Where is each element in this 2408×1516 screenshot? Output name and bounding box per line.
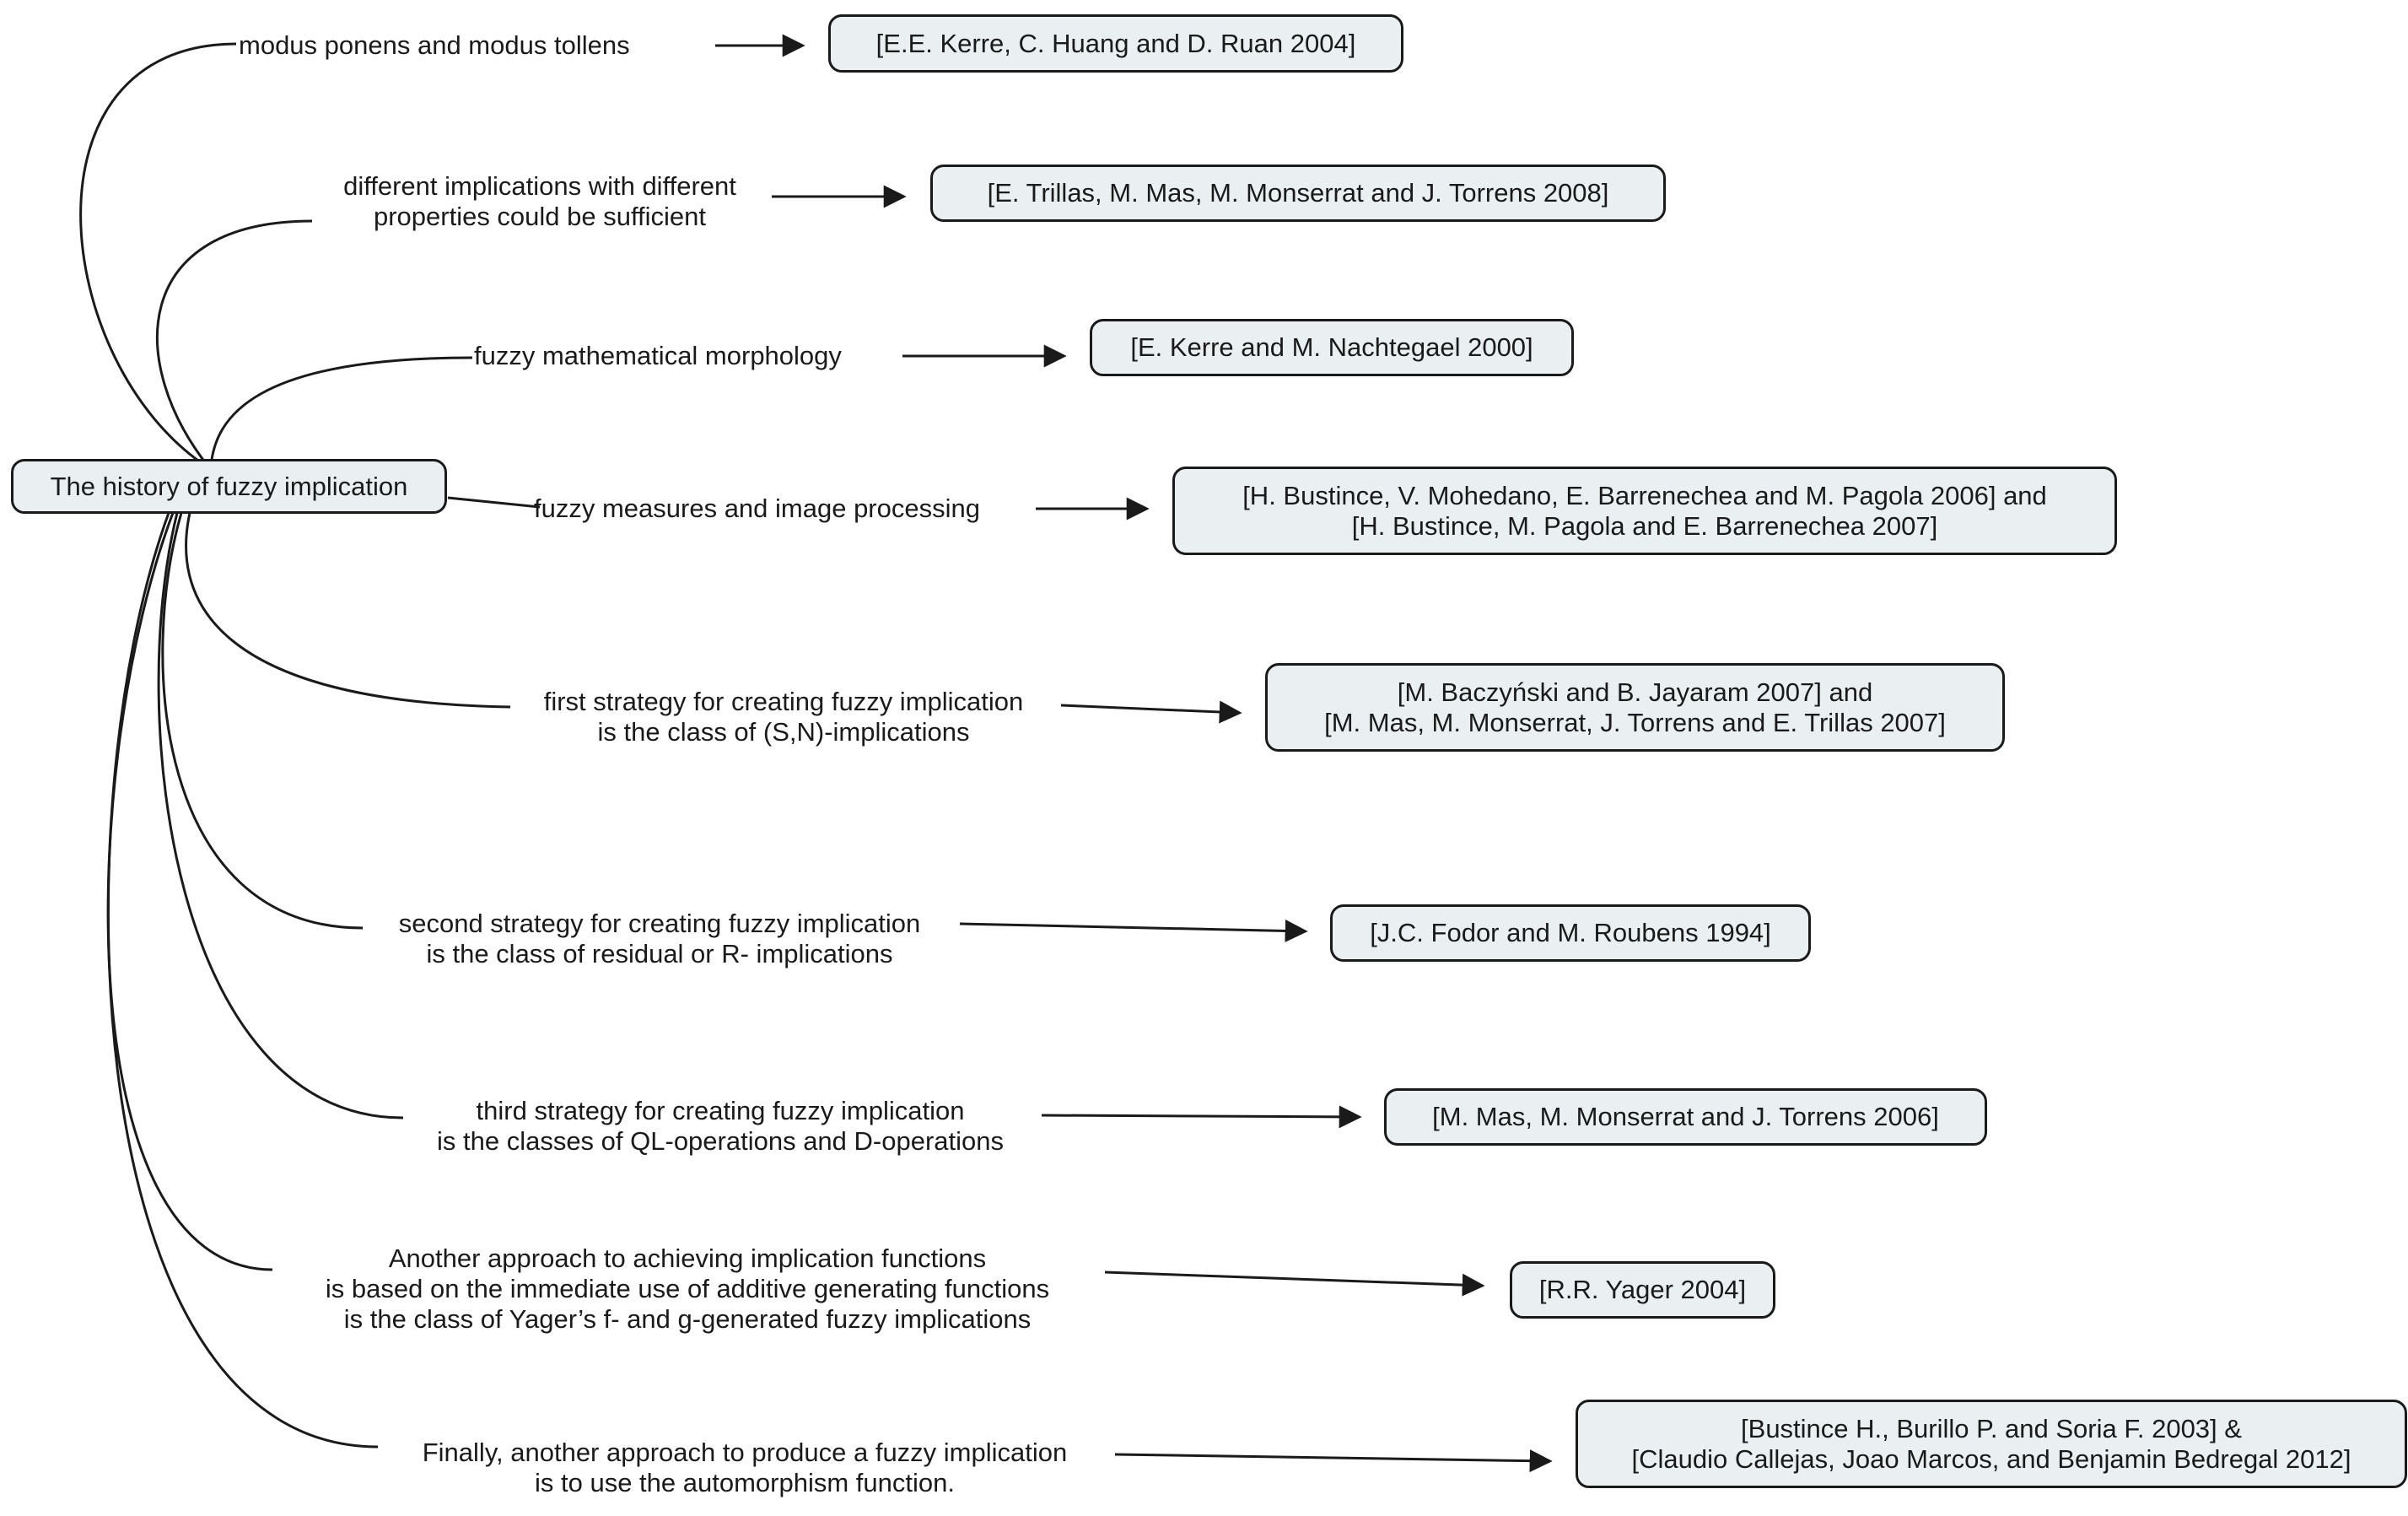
citation-box-fodor-roubens: [J.C. Fodor and M. Roubens 1994] [1330, 904, 1811, 962]
citation-arrow-second-strategy [959, 919, 1308, 942]
branch-label-third-strategy: third strategy for creating fuzzy implic… [436, 1096, 1005, 1156]
citation-box-kerre-nachtegael: [E. Kerre and M. Nachtegael 2000] [1090, 319, 1574, 376]
branch-label-first-strategy: first strategy for creating fuzzy implic… [543, 687, 1024, 747]
branch-label-modus-ponens: modus ponens and modus tollens [239, 30, 630, 60]
branch-label-morphology: fuzzy mathematical morphology [474, 341, 842, 370]
branch-curve-different-implications [156, 219, 313, 467]
citation-box-baczynski-jayaram: [M. Baczyński and B. Jayaram 2007] and [… [1265, 663, 2005, 752]
branch-label-measures: fuzzy measures and image processing [534, 494, 980, 523]
branch-label-finally: Finally, another approach to produce a f… [422, 1438, 1068, 1497]
branch-curve-modus-ponens [79, 42, 237, 468]
citation-box-bustince-mohedano: [H. Bustince, V. Mohedano, E. Barreneche… [1172, 467, 2117, 555]
citation-arrow-another-approach [1104, 1271, 1485, 1297]
branch-line-measures [447, 496, 541, 509]
citation-box-kerre-huang-ruan: [E.E. Kerre, C. Huang and D. Ruan 2004] [828, 14, 1403, 73]
citation-box-trillas-mas-monserrat-torrens: [E. Trillas, M. Mas, M. Monserrat and J.… [930, 165, 1666, 222]
branch-curve-first-strategy [185, 512, 511, 709]
citation-arrow-first-strategy [1060, 700, 1242, 724]
citation-box-mas-monserrat-torrens: [M. Mas, M. Monserrat and J. Torrens 200… [1384, 1088, 1987, 1146]
branch-label-different-implications: different implications with different pr… [343, 171, 736, 231]
branch-label-second-strategy: second strategy for creating fuzzy impli… [398, 909, 921, 968]
branch-label-another-approach: Another approach to achieving implicatio… [325, 1244, 1050, 1334]
branch-curve-second-strategy [161, 512, 364, 930]
branch-curve-third-strategy [157, 512, 404, 1119]
branch-curve-another-approach [106, 512, 273, 1271]
citation-arrow-finally [1114, 1449, 1553, 1473]
citation-box-yager: [R.R. Yager 2004] [1510, 1261, 1775, 1319]
root-node-label: The history of fuzzy implication [50, 471, 408, 501]
root-node: The history of fuzzy implication [11, 459, 447, 514]
citation-box-bustince-burillo-soria: [Bustince H., Burillo P. and Soria F. 20… [1576, 1400, 2407, 1488]
citation-arrow-third-strategy [1041, 1105, 1362, 1129]
branch-curve-morphology [209, 356, 473, 467]
